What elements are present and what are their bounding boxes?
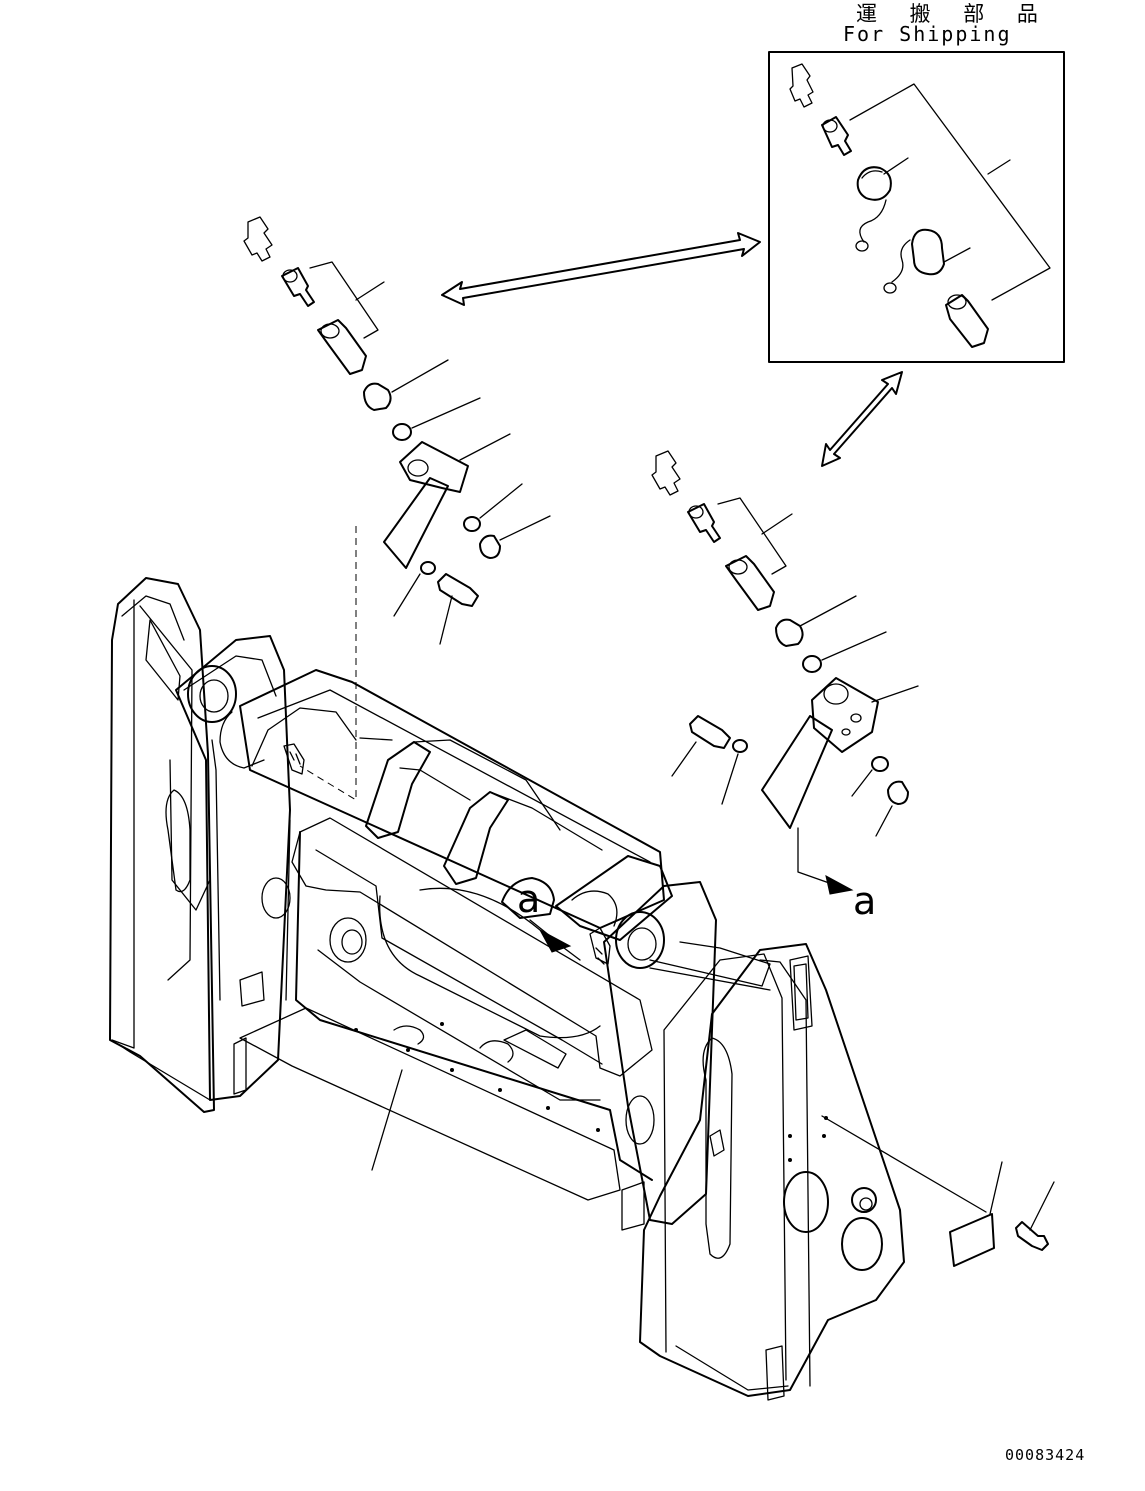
right-bolt	[690, 716, 730, 748]
left-bracket	[384, 478, 448, 568]
inset-coupler	[822, 117, 851, 155]
right-o-ring	[803, 656, 821, 672]
right-pin-boss	[556, 856, 672, 940]
hook-right	[444, 792, 508, 884]
shipping-title-english: For Shipping	[843, 22, 1012, 46]
left-outer-plate	[110, 578, 214, 1112]
right-adapter	[776, 620, 803, 646]
left-adapter	[364, 384, 391, 410]
right-coupler-male	[688, 504, 720, 542]
left-bolt	[438, 574, 478, 606]
left-inner-plate	[176, 636, 290, 1100]
inset-female-coupler	[946, 295, 988, 347]
inset-plug	[884, 230, 944, 293]
left-washer	[421, 562, 435, 574]
inset-leaders	[850, 84, 1050, 300]
right-grease-fitting	[652, 451, 680, 495]
right-outer-plate	[640, 944, 904, 1396]
drawing-number: 00083424	[1005, 1446, 1086, 1464]
left-valve-block	[400, 442, 468, 492]
right-fitting-stack	[652, 451, 918, 894]
right-small-o-ring	[872, 757, 888, 771]
view-a-marker-label: a	[517, 877, 541, 921]
interchange-arrow-diagonal	[822, 372, 902, 466]
right-valve-block	[812, 678, 878, 752]
top-cross-tube	[240, 670, 664, 928]
right-coupler-female	[726, 556, 774, 610]
shipping-inset-frame	[769, 52, 1064, 362]
right-bracket	[762, 716, 832, 828]
right-plug	[888, 782, 908, 804]
right-inner-plate	[604, 882, 716, 1224]
shipping-title-japanese: 運 搬 部 品	[856, 2, 1048, 26]
inset-cap	[856, 167, 891, 251]
left-o-ring	[393, 424, 411, 440]
name-plate-assembly	[950, 1162, 1054, 1266]
inset-grease-fitting	[790, 64, 813, 107]
interchange-arrow-horizontal	[442, 233, 760, 305]
right-washer	[733, 740, 747, 752]
left-coupler-male	[282, 268, 314, 306]
quick-coupler-frame	[110, 578, 986, 1400]
hook-left	[366, 742, 430, 838]
left-grease-fitting	[244, 217, 272, 261]
left-coupler-female	[318, 320, 366, 374]
frame-leader-line	[372, 1070, 402, 1170]
rivet-screw	[1016, 1222, 1048, 1250]
left-fitting-stack	[244, 217, 550, 800]
name-plate	[950, 1214, 994, 1266]
shipping-parts-inset	[769, 52, 1064, 362]
center-frame-rail	[292, 818, 652, 1076]
reference-balloon-a	[502, 878, 554, 918]
left-small-o-ring	[464, 517, 480, 531]
front-bottom-plate	[240, 1008, 620, 1200]
left-plug	[480, 536, 500, 558]
view-a-target-label: a	[853, 879, 877, 923]
